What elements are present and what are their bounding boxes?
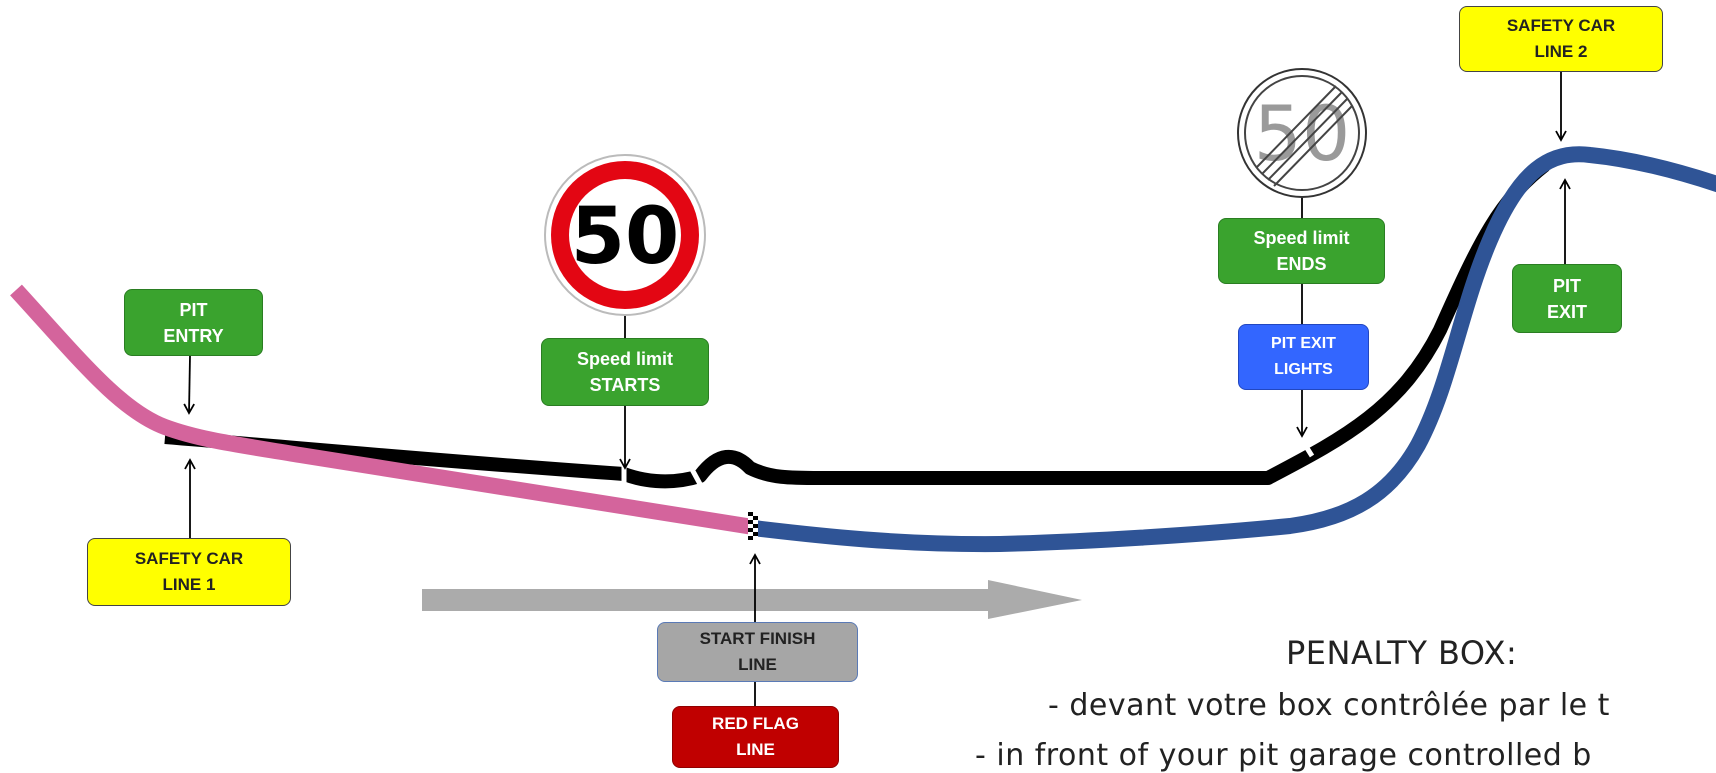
penalty-box-line-fr: - devant votre box contrôlée par le t (1048, 688, 1610, 723)
speed-limit-value: 50 (571, 192, 680, 282)
pit-entry-arrow (183, 355, 195, 415)
pit-exit-lights-gap (1299, 438, 1315, 458)
direction-arrow (422, 580, 1082, 619)
track-after-line (752, 146, 1716, 553)
pit-lane-gap (685, 460, 703, 486)
start-finish-checker (748, 512, 758, 540)
speed-limit-end-sign-icon: 50 (1237, 68, 1367, 198)
pit-lane (164, 159, 1550, 489)
penalty-box-title: PENALTY BOX: (1286, 634, 1518, 672)
track-before-line (10, 284, 755, 535)
speed-limit-sign-icon: 50 (544, 154, 706, 316)
penalty-box-line-en: - in front of your pit garage controlled… (975, 738, 1592, 773)
